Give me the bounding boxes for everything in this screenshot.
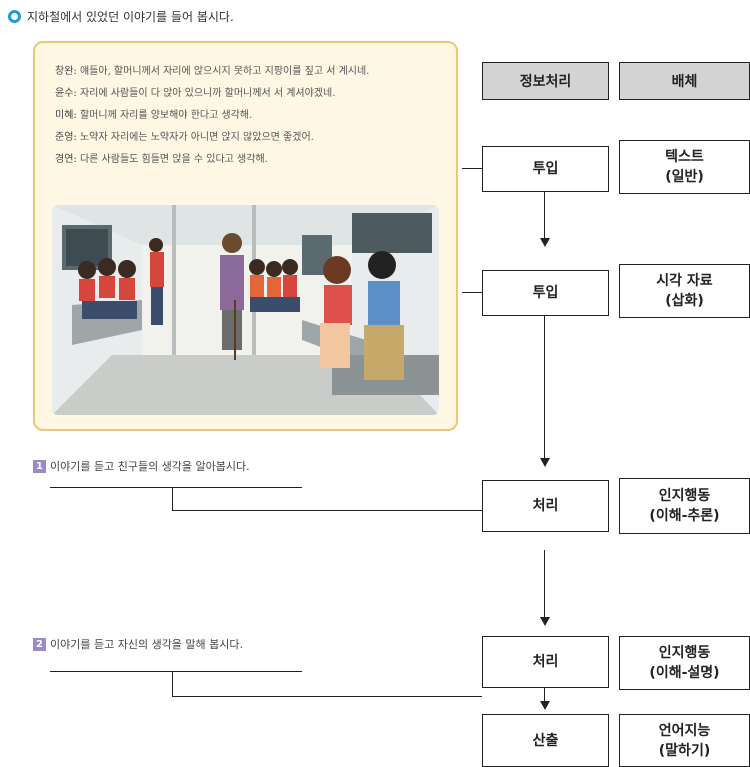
connector-line — [172, 487, 173, 510]
media-sublabel: (삽화) — [665, 293, 704, 309]
subway-illustration — [52, 205, 439, 415]
arrow-down-icon — [540, 458, 550, 467]
question-text: 이야기를 듣고 친구들의 생각을 알아봅시다. — [50, 460, 250, 473]
dialogue-line: 준영: 노약자 자리에는 노약자가 아니면 앉지 않았으면 좋겠어. — [55, 127, 445, 149]
flow-arrow-shaft — [544, 316, 545, 459]
speaker-name: 창완: — [55, 66, 77, 77]
dialogue-line: 경연: 다른 사람들도 힘들면 앉을 수 있다고 생각해. — [55, 149, 445, 171]
speaker-name: 경연: — [55, 154, 77, 165]
media-sublabel: (이해-설명) — [649, 665, 720, 681]
dialogue-list: 창완: 얘들아, 할머니께서 자리에 앉으시지 못하고 지팡이를 짚고 서 계시… — [55, 61, 445, 171]
media-sublabel: (이해-추론) — [649, 508, 720, 524]
question-2: 2 이야기를 듣고 자신의 생각을 말해 봅시다. — [33, 636, 243, 652]
media-label: 인지행동 — [658, 488, 711, 504]
media-box-linguistic: 언어지능 (말하기) — [619, 714, 750, 767]
question-text: 이야기를 듣고 자신의 생각을 말해 봅시다. — [50, 638, 244, 651]
media-box-cognitive-inference: 인지행동 (이해-추론) — [619, 478, 750, 534]
dialogue-text: 얘들아, 할머니께서 자리에 앉으시지 못하고 지팡이를 짚고 서 계시네. — [79, 66, 370, 77]
answer-line — [50, 671, 302, 672]
media-label: 텍스트 — [665, 149, 704, 165]
media-label: 인지행동 — [658, 645, 711, 661]
process-box-process-1: 처리 — [482, 480, 609, 532]
arrow-down-icon — [540, 701, 550, 710]
bullet-circle-icon — [8, 10, 21, 23]
flow-arrow-shaft — [544, 192, 545, 239]
header-info-processing: 정보처리 — [482, 62, 609, 100]
media-label: 언어지능 — [658, 722, 711, 739]
media-box-cognitive-explanation: 인지행동 (이해-설명) — [619, 636, 750, 690]
dialogue-line: 미혜: 할머니께 자리를 양보해야 한다고 생각해. — [55, 105, 445, 127]
question-number-badge: 2 — [33, 637, 46, 651]
speaker-name: 준영: — [55, 132, 77, 143]
dialogue-text: 할머니께 자리를 양보해야 한다고 생각해. — [79, 110, 253, 121]
media-label: 시각 자료 — [656, 273, 713, 289]
media-box-text: 텍스트 (일반) — [619, 140, 750, 194]
dialogue-line: 창완: 얘들아, 할머니께서 자리에 앉으시지 못하고 지팡이를 짚고 서 계시… — [55, 61, 445, 83]
connector-line — [172, 696, 482, 697]
subway-scene-image — [52, 205, 439, 415]
dialogue-text: 자리에 사람들이 다 앉아 있으니까 할머니께서 서 계셔야겠네. — [79, 88, 336, 99]
heading-text: 지하철에서 있었던 이야기를 들어 봅시다. — [27, 10, 234, 24]
connector-line — [172, 510, 482, 511]
media-box-visual: 시각 자료 (삽화) — [619, 264, 750, 318]
media-sublabel: (말하기) — [658, 742, 711, 759]
dialogue-text: 다른 사람들도 힘들면 앉을 수 있다고 생각해. — [79, 154, 268, 165]
process-box-input-1: 투입 — [482, 146, 609, 192]
flow-arrow-shaft — [544, 688, 545, 702]
connector-line — [172, 671, 173, 696]
media-sublabel: (일반) — [665, 169, 704, 185]
arrow-down-icon — [540, 238, 550, 247]
connector-line — [462, 292, 482, 293]
connector-line — [462, 168, 482, 169]
dialogue-line: 윤수: 자리에 사람들이 다 앉아 있으니까 할머니께서 서 계셔야겠네. — [55, 83, 445, 105]
flow-arrow-shaft — [544, 550, 545, 618]
process-box-output: 산출 — [482, 714, 609, 767]
speaker-name: 윤수: — [55, 88, 77, 99]
section-heading: 지하철에서 있었던 이야기를 들어 봅시다. — [8, 8, 234, 25]
question-1: 1 이야기를 듣고 친구들의 생각을 알아봅시다. — [33, 458, 250, 474]
process-box-input-2: 투입 — [482, 270, 609, 316]
question-number-badge: 1 — [33, 459, 46, 473]
process-box-process-2: 처리 — [482, 636, 609, 688]
arrow-down-icon — [540, 617, 550, 626]
dialogue-text: 노약자 자리에는 노약자가 아니면 앉지 않았으면 좋겠어. — [79, 132, 314, 143]
header-media: 배체 — [619, 62, 750, 100]
speaker-name: 미혜: — [55, 110, 77, 121]
answer-line — [50, 487, 302, 488]
